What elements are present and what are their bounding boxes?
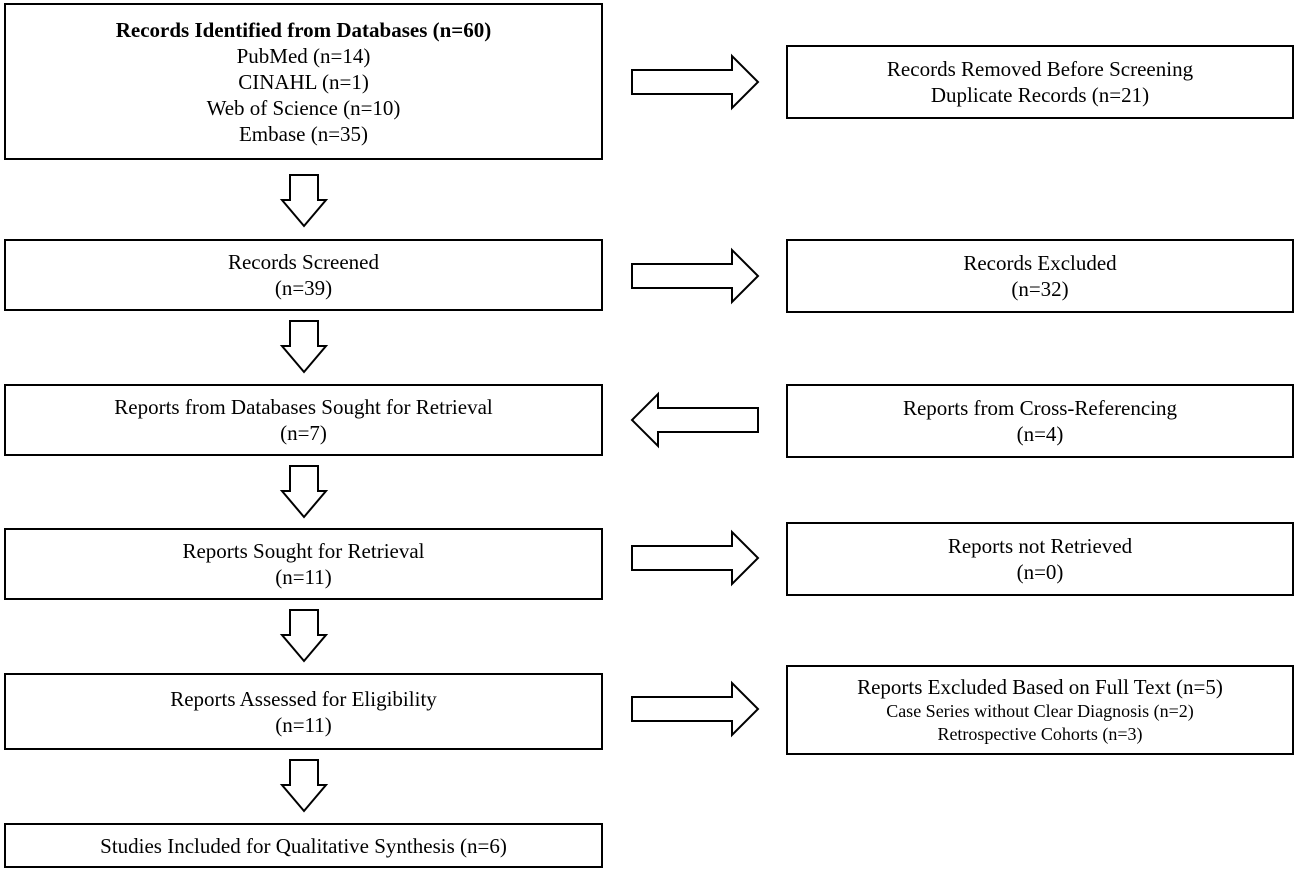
removed-detail: Duplicate Records (n=21)	[930, 83, 1150, 107]
box-records-screened: Records Screened (n=39)	[4, 239, 603, 311]
arrow-down-identified-to-screened	[279, 174, 329, 228]
source-pubmed: PubMed (n=14)	[236, 43, 371, 68]
source-web-of-science: Web of Science (n=10)	[206, 95, 401, 120]
arrow-down-assessed-to-included	[279, 759, 329, 813]
excluded-count: (n=32)	[1011, 277, 1069, 301]
box-studies-included: Studies Included for Qualitative Synthes…	[4, 823, 603, 868]
arrow-right-to-removed	[631, 53, 760, 111]
excluded-full-title: Reports Excluded Based on Full Text (n=5…	[857, 675, 1223, 699]
sought-db-title: Reports from Databases Sought for Retrie…	[114, 395, 493, 419]
cross-ref-count: (n=4)	[1016, 422, 1064, 446]
sought-count: (n=11)	[275, 565, 332, 589]
arrow-down-screened-to-sought-db	[279, 320, 329, 374]
reason-retrospective: Retrospective Cohorts (n=3)	[937, 724, 1143, 744]
box-records-removed: Records Removed Before Screening Duplica…	[786, 45, 1294, 119]
box-records-excluded: Records Excluded (n=32)	[786, 239, 1294, 313]
box-records-identified: Records Identified from Databases (n=60)…	[4, 3, 603, 160]
sought-db-count: (n=7)	[280, 421, 327, 445]
arrow-right-to-excluded	[631, 247, 760, 305]
box-reports-sought: Reports Sought for Retrieval (n=11)	[4, 528, 603, 600]
box-reports-assessed: Reports Assessed for Eligibility (n=11)	[4, 673, 603, 750]
arrow-right-to-not-retrieved	[631, 529, 760, 587]
removed-title: Records Removed Before Screening	[886, 57, 1194, 81]
identified-title: Records Identified from Databases (n=60)	[115, 17, 492, 42]
excluded-title: Records Excluded	[963, 251, 1117, 275]
arrow-right-to-excluded-full	[631, 680, 760, 738]
screened-title: Records Screened	[227, 250, 380, 274]
box-reports-sought-databases: Reports from Databases Sought for Retrie…	[4, 384, 603, 456]
assessed-count: (n=11)	[275, 712, 332, 737]
box-reports-cross-referencing: Reports from Cross-Referencing (n=4)	[786, 384, 1294, 458]
source-embase: Embase (n=35)	[238, 121, 369, 146]
arrow-down-sought-db-to-sought	[279, 465, 329, 519]
source-cinahl: CINAHL (n=1)	[238, 69, 369, 94]
arrow-down-sought-to-assessed	[279, 609, 329, 663]
screened-count: (n=39)	[274, 276, 333, 300]
box-reports-not-retrieved: Reports not Retrieved (n=0)	[786, 522, 1294, 596]
included-title: Studies Included for Qualitative Synthes…	[100, 833, 507, 858]
assessed-title: Reports Assessed for Eligibility	[170, 686, 437, 711]
not-retrieved-title: Reports not Retrieved	[947, 534, 1133, 558]
not-retrieved-count: (n=0)	[1016, 560, 1064, 584]
box-reports-excluded-full-text: Reports Excluded Based on Full Text (n=5…	[786, 665, 1294, 755]
cross-ref-title: Reports from Cross-Referencing	[902, 396, 1178, 420]
reason-case-series: Case Series without Clear Diagnosis (n=2…	[886, 701, 1194, 721]
arrow-left-from-cross-ref	[630, 391, 759, 449]
sought-title: Reports Sought for Retrieval	[182, 539, 425, 563]
